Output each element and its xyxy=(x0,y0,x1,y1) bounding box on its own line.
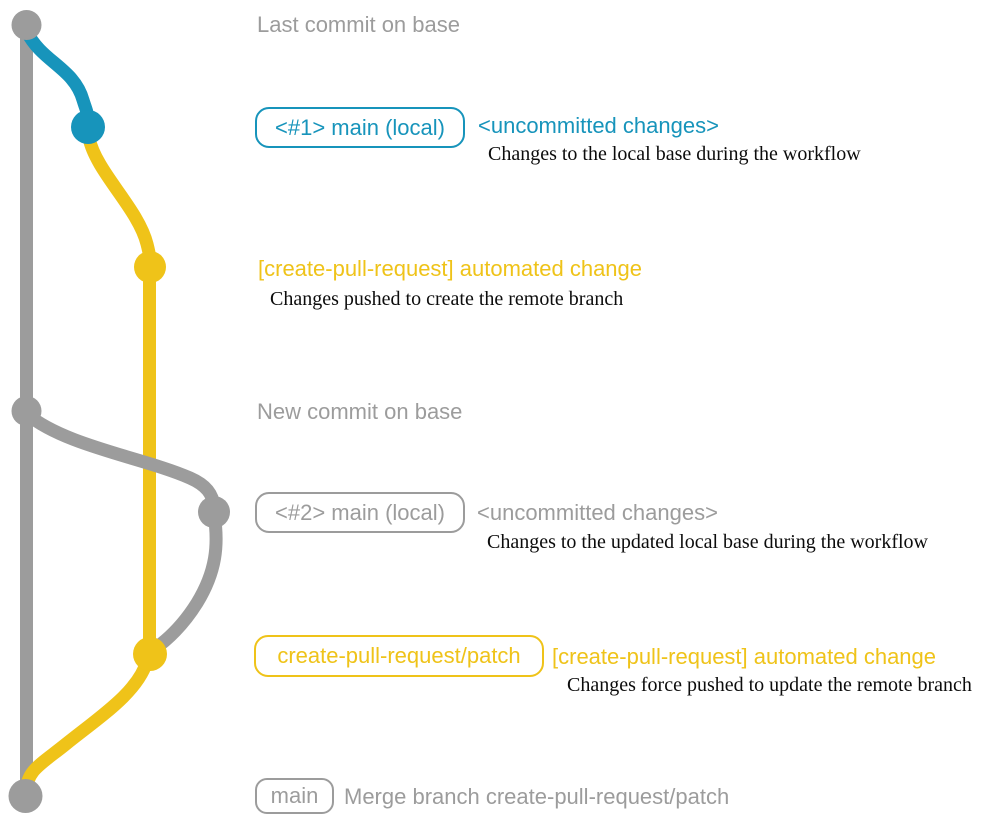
commit-dot-local-main-1 xyxy=(71,110,105,144)
local-main-2-description: Changes to the updated local base during… xyxy=(487,531,928,553)
commit-dot-merge xyxy=(8,779,43,813)
automated-change-2-message: [create-pull-request] automated change xyxy=(552,644,937,669)
new-commit-label: New commit on base xyxy=(257,399,463,424)
automated-change-2-description: Changes force pushed to update the remot… xyxy=(567,674,972,696)
commit-dot-new-base xyxy=(11,396,42,426)
merge-curve xyxy=(19,654,154,799)
commit-dot-patch-1 xyxy=(134,251,166,283)
commit-dot-last-base xyxy=(11,10,42,40)
local-main-1-badge-label: <#1> main (local) xyxy=(275,114,445,140)
main-badge-label: main xyxy=(270,783,319,808)
automated-change-1-description: Changes pushed to create the remote bran… xyxy=(270,288,624,310)
commit-dot-local-main-2 xyxy=(198,496,230,528)
commit-dot-patch-2 xyxy=(133,637,167,671)
automated-change-1-message: [create-pull-request] automated change xyxy=(258,256,643,281)
local-main-1-curve xyxy=(20,25,95,130)
local-main-2-message: <uncommitted changes> xyxy=(477,500,718,525)
patch-branch-badge-label: create-pull-request/patch xyxy=(277,643,521,668)
patch-branch-badge: create-pull-request/patch xyxy=(254,635,544,677)
patch-branch-curve-top xyxy=(82,131,157,271)
local-main-2-badge-label: <#2> main (local) xyxy=(275,499,445,525)
local-main-1-message: <uncommitted changes> xyxy=(478,113,719,138)
local-main-2-curve-in xyxy=(146,507,223,657)
local-main-1-badge: <#1> main (local) xyxy=(255,107,465,148)
merge-message: Merge branch create-pull-request/patch xyxy=(344,784,730,809)
local-main-2-curve-out xyxy=(20,407,221,514)
local-main-1-description: Changes to the local base during the wor… xyxy=(488,143,861,165)
last-commit-label: Last commit on base xyxy=(257,12,460,37)
main-badge: main xyxy=(255,778,334,814)
local-main-2-badge: <#2> main (local) xyxy=(255,492,465,533)
